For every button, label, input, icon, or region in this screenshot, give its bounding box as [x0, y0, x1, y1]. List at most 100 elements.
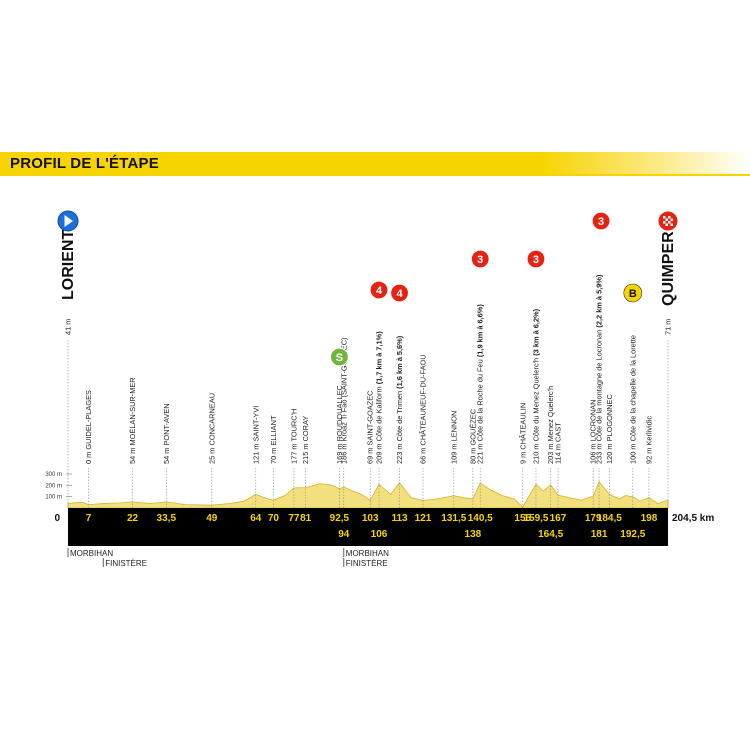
waypoint-label-text: 120 m PLOGONNEC [605, 394, 614, 464]
marker-badge [526, 249, 546, 269]
marker-badge-label: 4 [376, 285, 383, 297]
waypoint-label: 221 m Côte de la Roche du Feu (1,9 km à … [476, 304, 485, 464]
waypoint-label-text: 69 m SAINT-GOAZEC [366, 390, 375, 464]
marker-badge [623, 283, 643, 303]
waypoint-label-text: 221 m Côte de la Roche du Feu [476, 359, 485, 464]
finish-icon-square [668, 221, 671, 224]
waypoint-label-text: 66 m CHÂTEAUNEUF-DU-FAOU [419, 354, 428, 464]
header-bar: PROFIL DE L'ÉTAPE [0, 152, 750, 176]
finish-icon-square [668, 216, 671, 219]
waypoint-label: 120 m PLOGONNEC [605, 394, 614, 464]
finish-icon-square [665, 223, 668, 226]
waypoint-label: 121 m SAINT-YVI [251, 406, 260, 464]
finish-icon-square [665, 218, 668, 221]
km-marker-label: 138 [465, 529, 482, 540]
altitude-tick-label: 200 m [45, 483, 62, 489]
finish-km-label: 204,5 km [672, 513, 714, 524]
elevation-texture [67, 481, 669, 509]
waypoint-label-text: 0 m GUIDEL-PLAGES [84, 390, 93, 464]
start-altitude-label: 41 m [64, 319, 73, 335]
category-3-climb-icon: 3 [526, 249, 546, 269]
waypoint-label: 109 m LENNON [449, 411, 458, 464]
km-marker-label: 159,5 [523, 513, 548, 524]
waypoint-label: 70 m ELLIANT [269, 415, 278, 464]
waypoint-label: 80 m GOUÉZEC [468, 408, 477, 464]
km-marker-label: 155 [514, 513, 531, 524]
waypoint-label: 210 m Côte du Menez Quelerc'h (3 km à 6,… [531, 308, 540, 464]
km-marker-label: 22 [127, 513, 139, 524]
finish-town-label: QUIMPER [660, 231, 677, 306]
waypoint-label: 25 m CONCARNEAU [207, 393, 216, 464]
km-marker-label: 77 [288, 513, 300, 524]
waypoint-label-text: 121 m SAINT-YVI [251, 406, 260, 464]
waypoint-label-text: 209 m Côte de Kaliform [375, 386, 384, 464]
km-marker-label: 92,5 [330, 513, 350, 524]
waypoint-label-text: 186 m Kroaz Ti Fao (SAINT-GOAZEC) [339, 338, 348, 465]
waypoint-label: 0 m GUIDEL-PLAGES [84, 390, 93, 464]
waypoint-label-text: 9 m CHÂTEAULIN [518, 403, 527, 464]
department-label: FINISTÈRE [346, 559, 388, 568]
waypoint-label-text: 203 m Menez Quelerc'h [546, 386, 555, 464]
waypoint-label: 69 m SAINT-GOAZEC [366, 390, 375, 464]
km-marker-label: 33,5 [157, 513, 177, 524]
altitude-tick-label: 300 m [45, 472, 62, 478]
finish-icon-square [663, 221, 666, 224]
department-label: MORBIHAN [70, 549, 113, 558]
start-km-label: 0 [54, 513, 60, 524]
waypoint-label: 177 m TOURC'H [289, 409, 298, 464]
waypoint-label-text: 169 m ROUDOUALLEC [335, 384, 344, 464]
km-marker-label: 70 [268, 513, 280, 524]
waypoint-label: 215 m CORAY [301, 416, 310, 464]
waypoint-label-text: 106 m LOCRONAN [589, 400, 598, 464]
marker-badge [591, 211, 611, 231]
waypoint-label-text: 70 m ELLIANT [269, 415, 278, 464]
waypoint-label: 106 m LOCRONAN [589, 400, 598, 464]
km-marker-label: 184,5 [597, 513, 622, 524]
category-3-climb-icon: 3 [591, 211, 611, 231]
waypoint-label: 100 m Côte de la chapelle de la Lorette [628, 335, 637, 464]
header-rule [0, 174, 750, 176]
waypoint-label-text: 215 m CORAY [301, 416, 310, 464]
bonus-point-icon: B [623, 283, 643, 303]
category-3-climb-icon: 3 [470, 249, 490, 269]
km-marker-label: 106 [371, 529, 388, 540]
finish-icon-square [663, 216, 666, 219]
km-marker-label: 49 [206, 513, 218, 524]
marker-badge-label: 3 [477, 254, 483, 266]
finish-icon-square [670, 218, 673, 221]
waypoint-label: 54 m PONT-AVEN [162, 403, 171, 464]
waypoint-label-text: 233 m Côte de la montagne de Locronan [595, 330, 604, 464]
elevation-area [67, 480, 669, 509]
km-marker-label: 81 [300, 513, 312, 524]
km-marker-label: 131,5 [441, 513, 466, 524]
waypoint-label-text: 25 m CONCARNEAU [207, 393, 216, 464]
marker-badge-label: 4 [396, 288, 403, 300]
waypoint-label: 233 m Côte de la montagne de Locronan (2… [595, 274, 604, 464]
climb-stats-text: (1,7 km à 7,1%) [375, 331, 384, 387]
km-marker-label: 192,5 [620, 529, 645, 540]
km-marker-label: 113 [391, 513, 408, 524]
finish-icon-square [670, 223, 673, 226]
marker-badge [369, 280, 389, 300]
waypoint-label-text: 54 m MOËLAN-SUR-MER [128, 377, 137, 464]
waypoint-label-text: 210 m Côte du Menez Quelerc'h [531, 358, 540, 464]
km-marker-label: 103 [362, 513, 379, 524]
marker-badge-label: B [629, 288, 637, 300]
marker-badge [470, 249, 490, 269]
category-4-climb-icon: 4 [369, 280, 389, 300]
waypoint-label: 114 m CAST [553, 422, 562, 464]
waypoint-label-text: 92 m Kerlividic [644, 416, 653, 464]
waypoint-label: 92 m Kerlividic [644, 416, 653, 464]
km-marker-label: 94 [338, 529, 350, 540]
category-4-climb-icon: 4 [389, 283, 410, 303]
waypoint-label: 169 m ROUDOUALLEC [335, 384, 344, 464]
waypoint-label: 9 m CHÂTEAULIN [518, 403, 527, 464]
km-marker-label: 181 [591, 529, 608, 540]
marker-badge-label: 3 [598, 216, 604, 228]
waypoint-label: 66 m CHÂTEAUNEUF-DU-FAOU [419, 354, 428, 464]
waypoint-label: 54 m MOËLAN-SUR-MER [128, 377, 137, 464]
km-marker-label: 7 [86, 513, 92, 524]
waypoint-label-text: 80 m GOUÉZEC [468, 408, 477, 464]
